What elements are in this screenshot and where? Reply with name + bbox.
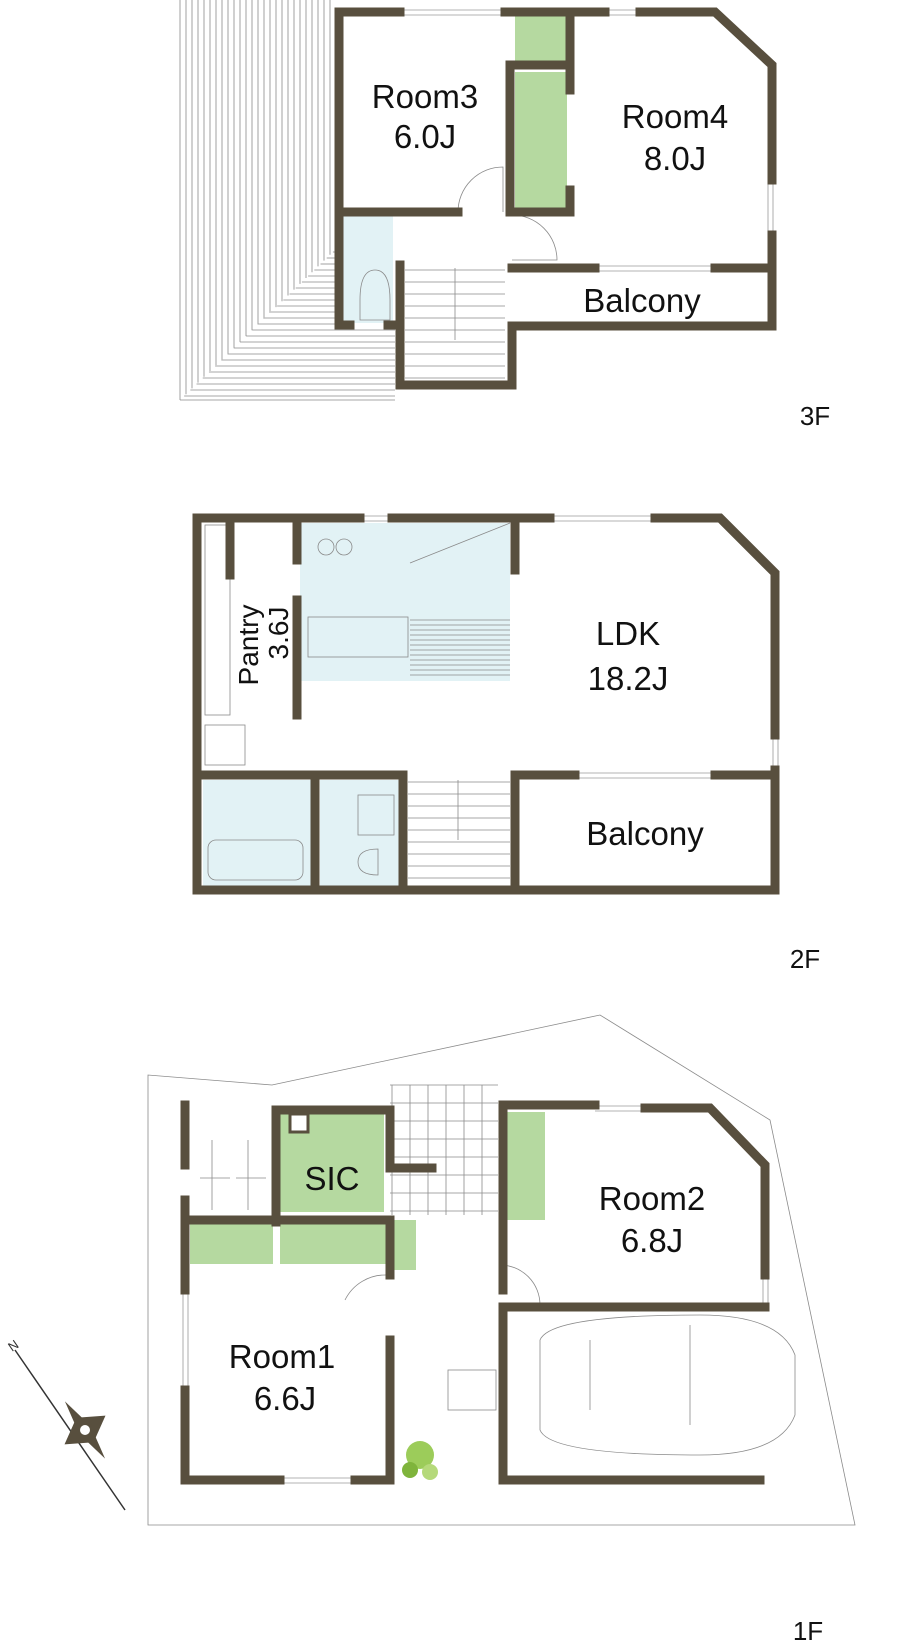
room-size: 18.2J xyxy=(588,660,669,697)
room-name: Room4 xyxy=(622,98,728,135)
closet-3f-b xyxy=(515,72,567,208)
door-swing xyxy=(344,1264,541,1306)
washroom xyxy=(320,780,400,886)
room-size: 6.8J xyxy=(621,1222,683,1259)
stove-burner-icon xyxy=(335,538,353,556)
floor-1f: SIC Room2 6.8J Room1 6.6J 1F xyxy=(147,1014,856,1644)
floor-label: 2F xyxy=(790,944,820,974)
kitchen-counter xyxy=(300,523,510,563)
car-icon xyxy=(539,1314,796,1456)
sink-icon xyxy=(307,616,409,658)
staircase-2f xyxy=(408,780,510,879)
staircase-3f xyxy=(405,268,505,379)
entrance-steps xyxy=(390,1084,498,1215)
hatch-line xyxy=(409,522,511,564)
step xyxy=(447,1369,497,1411)
stove-burner-icon xyxy=(317,538,335,556)
room-size: 6.0J xyxy=(394,118,456,155)
closet-1f-a xyxy=(190,1224,273,1264)
room-name: SIC xyxy=(304,1160,359,1197)
room-name: LDK xyxy=(596,615,660,652)
room-name: Balcony xyxy=(586,815,704,852)
room-name: Room3 xyxy=(372,78,478,115)
floor-label: 3F xyxy=(800,401,830,431)
room-name: Balcony xyxy=(583,282,701,319)
closet-room2 xyxy=(507,1112,545,1220)
floor-3f: Room3 6.0J Room4 8.0J Balcony 3F xyxy=(179,0,830,431)
toilet-room-3f xyxy=(343,215,393,323)
kitchen-island xyxy=(300,563,510,681)
room-size: 3.6J xyxy=(263,607,294,660)
toilet-icon xyxy=(359,269,391,321)
room-size: 6.6J xyxy=(254,1380,316,1417)
roof-deck xyxy=(179,0,395,401)
compass-label: N xyxy=(5,1337,21,1355)
room-size: 8.0J xyxy=(644,140,706,177)
closet-1f-b xyxy=(280,1224,386,1264)
room-name: Room2 xyxy=(599,1180,705,1217)
toilet-icon xyxy=(357,848,379,876)
floor-2f: LDK 18.2J Pantry 3.6J Balcony 2F xyxy=(192,513,820,974)
bicycle-icon xyxy=(200,1140,266,1210)
site-boundary xyxy=(147,1014,856,1526)
room-name: Pantry xyxy=(233,605,264,686)
pantry-shelf xyxy=(204,524,231,716)
bathtub-icon xyxy=(207,839,304,881)
north-arrow-icon: N xyxy=(5,1337,126,1511)
washbasin-icon xyxy=(357,794,395,836)
plant-icon xyxy=(402,1441,438,1480)
room-name: Room1 xyxy=(229,1338,335,1375)
bathroom xyxy=(203,780,311,886)
floor-label: 1F xyxy=(793,1616,823,1644)
closet-3f-a xyxy=(515,16,567,66)
